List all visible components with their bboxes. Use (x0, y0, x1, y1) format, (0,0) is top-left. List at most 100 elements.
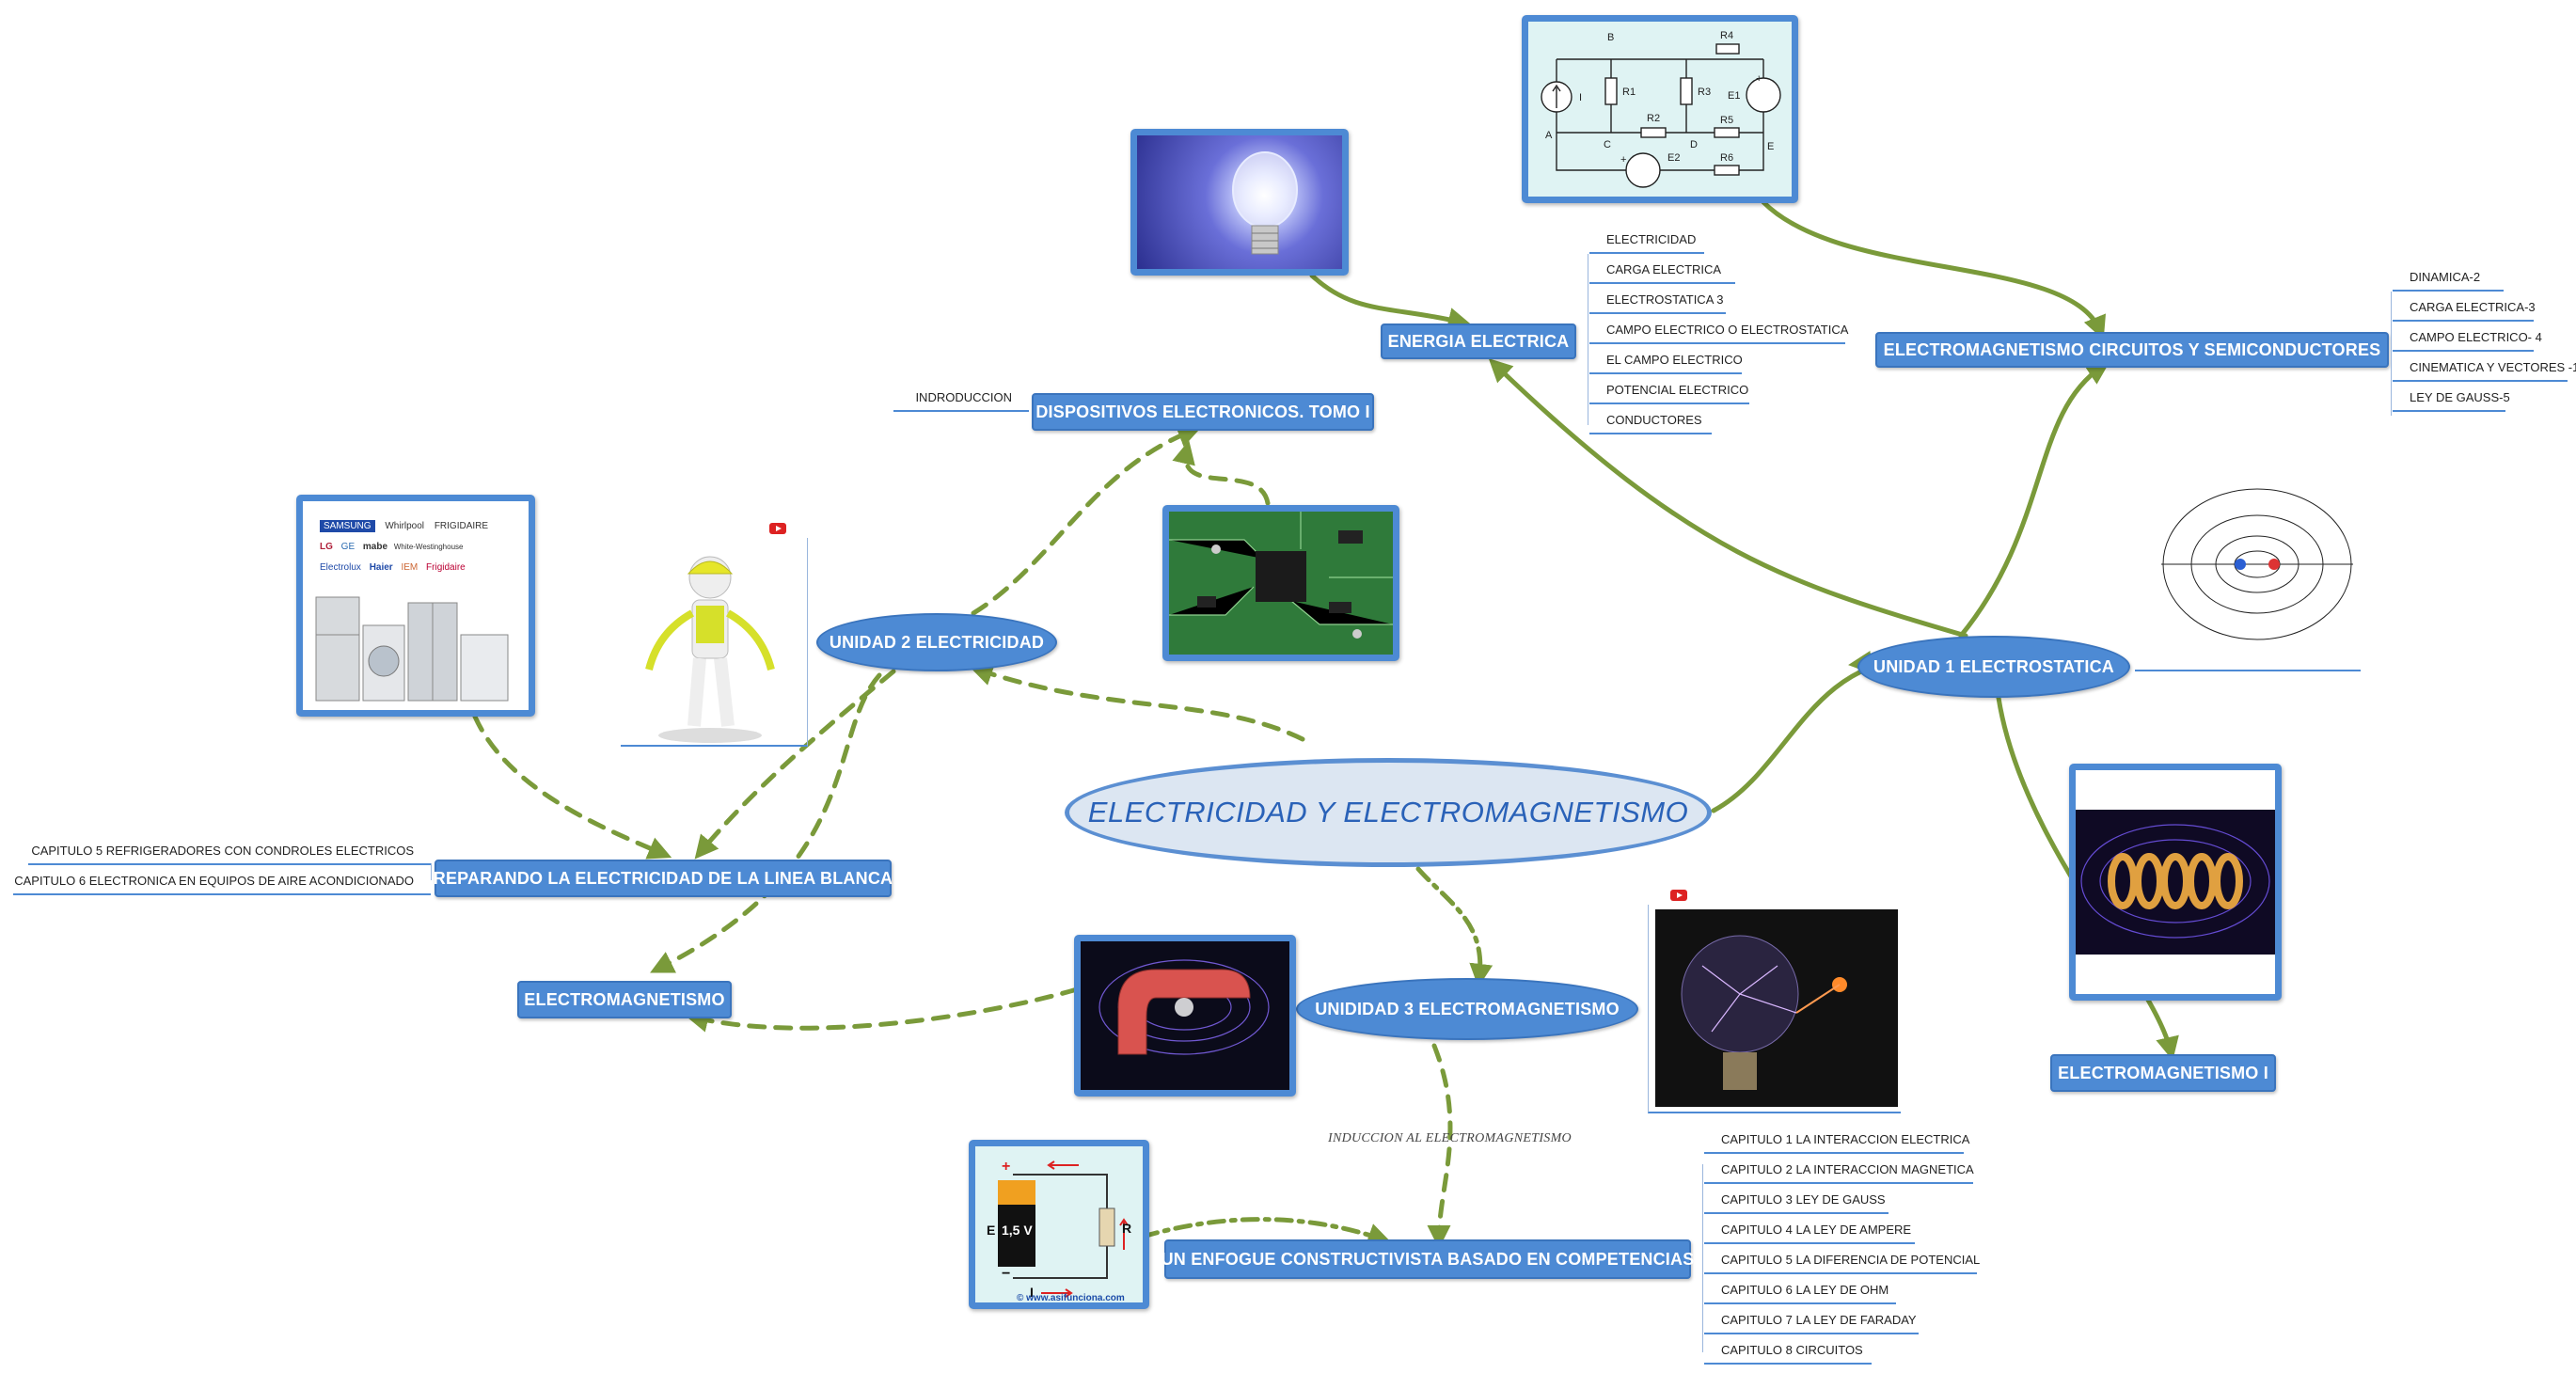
leaf-item[interactable]: DINAMICA-2 (2393, 265, 2504, 292)
edge-central-unidad2 (969, 663, 1305, 742)
leaf-item[interactable]: ELECTRICIDAD (1589, 228, 1704, 254)
node-energia-electrica[interactable]: ENERGIA ELECTRICA (1381, 324, 1576, 359)
circuit-label-b: B (1607, 32, 1614, 43)
node-reparando[interactable]: REPARANDO LA ELECTRICIDAD DE LA LINEA BL… (434, 860, 893, 897)
circuit-label-i: I (1579, 92, 1582, 103)
leaf-item[interactable]: CAPITULO 4 LA LEY DE AMPERE (1704, 1218, 1915, 1244)
brand-mabe: mabe (362, 542, 388, 552)
battery-circuit-image[interactable]: 1,5 V E R I + − © www.asifunciona.com (969, 1140, 1149, 1309)
edge-unidad3-enfoque (1427, 1043, 1453, 1249)
plasma-drawing (1655, 909, 1898, 1107)
magnet-image[interactable] (1074, 935, 1296, 1097)
leaf-item[interactable]: CARGA ELECTRICA-3 (2393, 295, 2536, 322)
central-topic[interactable]: ELECTRICIDAD Y ELECTROMAGNETISMO (1065, 758, 1712, 867)
edge-unidad2-dispositivos (971, 424, 1202, 616)
circuit-label-r1: R1 (1622, 87, 1636, 98)
leaf-item[interactable]: CAPITULO 3 LEY DE GAUSS (1704, 1188, 1889, 1214)
leaf-item[interactable]: CARGA ELECTRICA (1589, 258, 1735, 284)
brand-frigidaire-2: Frigidaire (426, 562, 466, 573)
edge-unidad2-electromagnetismo (650, 672, 882, 973)
edge-central-unidad3 (1415, 866, 1493, 987)
battery-minus: − (1002, 1266, 1010, 1282)
leaf-item[interactable]: ELECTROSTATICA 3 (1589, 288, 1726, 314)
leaf-bracket (431, 863, 432, 880)
edge-magnet-electromagnetismo (685, 986, 1080, 1033)
circuit-label-e1: E1 (1728, 90, 1740, 102)
node-label: UN ENFOGUE CONSTRUCTIVISTA BASADO EN COM… (1161, 1249, 1695, 1269)
appliances-drawing (315, 596, 509, 702)
circuit-label-r5: R5 (1720, 115, 1733, 126)
leaf-item[interactable]: CINEMATICA Y VECTORES -1 (2393, 355, 2576, 382)
leaf-item[interactable]: POTENCIAL ELECTRICO (1589, 378, 1749, 404)
leaf-item[interactable]: CAPITULO 6 ELECTRONICA EN EQUIPOS DE AIR… (13, 869, 431, 895)
pcb-drawing (1169, 512, 1393, 655)
youtube-icon[interactable] (769, 523, 786, 534)
node-em-circuitos[interactable]: ELECTROMAGNETISMO CIRCUITOS Y SEMICONDUC… (1875, 332, 2389, 368)
circuit-label-r6: R6 (1720, 152, 1733, 164)
circuit-label-e2: E2 (1667, 152, 1680, 164)
leaf-item[interactable]: EL CAMPO ELECTRICO (1589, 348, 1743, 374)
node-unidad2[interactable]: UNIDAD 2 ELECTRICIDAD (816, 613, 1057, 671)
leaf-bracket (1702, 1164, 1703, 1352)
brand-whirlpool: Whirlpool (385, 521, 425, 531)
brand-white-westinghouse: White-Westinghouse (393, 543, 464, 551)
brand-iem: IEM (401, 562, 419, 573)
node-electromagnetismo-1[interactable]: ELECTROMAGNETISMO I (2050, 1054, 2276, 1092)
battery-plus: + (1002, 1159, 1010, 1175)
electric-field-image[interactable] (2152, 461, 2363, 668)
battery-label-e: E (987, 1223, 995, 1238)
appliances-brands-image[interactable]: SAMSUNG Whirlpool FRIGIDAIRE LG GE mabe … (296, 495, 535, 717)
battery-drawing: 1,5 V E R I + − © www.asifunciona.com (975, 1146, 1143, 1302)
leaf-item[interactable]: CAMPO ELECTRICO- 4 (2393, 325, 2542, 352)
leaf-item[interactable]: LEY DE GAUSS-5 (2393, 386, 2510, 412)
brand-ge: GE (340, 542, 356, 552)
edge-unidad1-energia (1488, 358, 1968, 639)
youtube-icon[interactable] (1670, 890, 1687, 901)
circuit-label-plus: + (1756, 73, 1762, 85)
circuit-diagram-image[interactable]: B A C D E R1 R2 R3 R4 R5 R6 E1 E2 I + + (1522, 15, 1798, 203)
leaf-item[interactable]: CAPITULO 2 LA INTERACCION MAGNETICA (1704, 1158, 1974, 1184)
worker-drawing (645, 556, 775, 743)
brand-haier: Haier (369, 562, 393, 573)
plasma-attachment (1648, 905, 1901, 1113)
leaf-item[interactable]: CAPITULO 1 LA INTERACCION ELECTRICA (1704, 1128, 1969, 1154)
node-label: DISPOSITIVOS ELECTRONICOS. TOMO I (1035, 402, 1370, 421)
edge-chip-dispositivos (1172, 440, 1271, 506)
circuit-label-r4: R4 (1720, 30, 1733, 41)
node-enfoque[interactable]: UN ENFOGUE CONSTRUCTIVISTA BASADO EN COM… (1162, 1239, 1694, 1279)
leaf-item[interactable]: CONDUCTORES (1589, 408, 1712, 434)
worker-figure-image[interactable] (621, 547, 799, 745)
node-dispositivos[interactable]: DISPOSITIVOS ELECTRONICOS. TOMO I (1032, 393, 1374, 431)
leaf-item[interactable]: CAMPO ELECTRICO O ELECTROSTATICA (1589, 318, 1848, 344)
battery-voltage: 1,5 V (1002, 1223, 1033, 1238)
solenoid-image[interactable] (2069, 764, 2282, 1001)
edge-annotation: INDUCCION AL ELECTROMAGNETISMO (1328, 1131, 1572, 1145)
edge-appliances-reparando (472, 714, 672, 860)
circuit-drawing: B A C D E R1 R2 R3 R4 R5 R6 E1 E2 I + + (1528, 22, 1792, 197)
battery-label-r: R (1122, 1221, 1131, 1236)
circuit-label-a: A (1545, 130, 1553, 141)
worker-attachment (621, 538, 808, 747)
node-label: ELECTROMAGNETISMO CIRCUITOS Y SEMICONDUC… (1883, 339, 2381, 359)
bulb-drawing (1232, 151, 1298, 255)
leaf-item[interactable]: INDRODUCCION (893, 386, 1029, 412)
leaf-item[interactable]: CAPITULO 8 CIRCUITOS (1704, 1338, 1872, 1365)
node-unidad3[interactable]: UNIDIDAD 3 ELECTROMAGNETISMO (1296, 978, 1638, 1040)
brand-samsung: SAMSUNG (320, 520, 375, 532)
circuit-board-image[interactable] (1162, 505, 1399, 661)
node-label: ENERGIA ELECTRICA (1387, 331, 1570, 351)
circuit-label-d: D (1690, 139, 1698, 150)
brand-frigidaire: FRIGIDAIRE (434, 521, 489, 531)
edge-circuit-emcircuitos (1761, 199, 2106, 340)
circuit-label-r2: R2 (1647, 113, 1660, 124)
node-unidad1[interactable]: UNIDAD 1 ELECTROSTATICA (1857, 636, 2130, 698)
leaf-item[interactable]: CAPITULO 6 LA LEY DE OHM (1704, 1278, 1896, 1304)
leaf-item[interactable]: CAPITULO 5 LA DIFERENCIA DE POTENCIAL (1704, 1248, 1980, 1274)
battery-credit: © www.asifunciona.com (1017, 1293, 1125, 1302)
plasma-bulb-image[interactable] (1655, 909, 1898, 1107)
light-bulb-image[interactable] (1130, 129, 1349, 276)
leaf-item[interactable]: CAPITULO 5 REFRIGERADORES CON CONDROLES … (28, 839, 431, 865)
leaf-item[interactable]: CAPITULO 7 LA LEY DE FARADAY (1704, 1308, 1919, 1334)
node-electromagnetismo[interactable]: ELECTROMAGNETISMO (517, 981, 732, 1018)
